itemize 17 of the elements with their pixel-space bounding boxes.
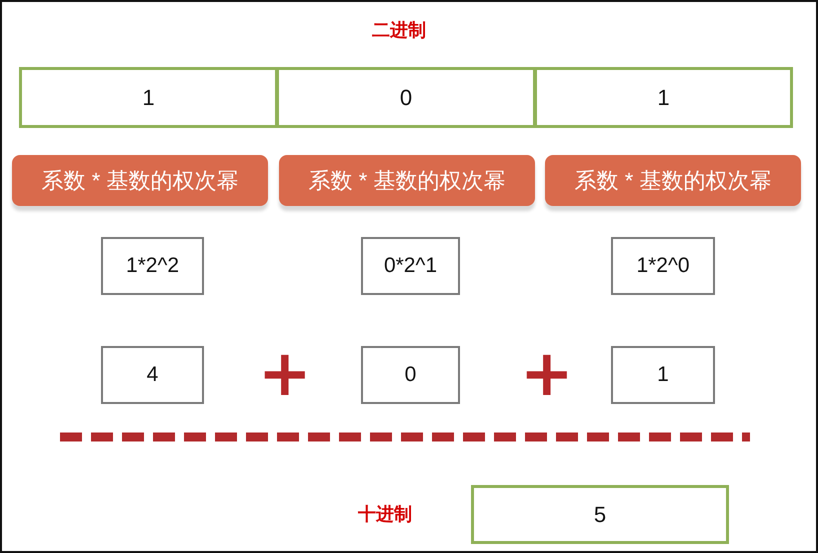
binary-digit-cell: 1 <box>19 67 278 128</box>
expression-box: 0*2^1 <box>361 237 460 295</box>
expression-box: 1*2^2 <box>101 237 204 295</box>
decimal-label: 十进制 <box>358 503 412 526</box>
value-box: 4 <box>101 346 204 404</box>
value-box: 1 <box>611 346 715 404</box>
rule-banner: 系数 * 基数的权次幂 <box>12 155 268 206</box>
rule-banner: 系数 * 基数的权次幂 <box>545 155 801 206</box>
binary-digit-cell: 0 <box>276 67 536 128</box>
title: 二进制 <box>372 19 426 42</box>
plus-sign: + <box>258 342 312 406</box>
expression-box: 1*2^0 <box>611 237 715 295</box>
rule-banner: 系数 * 基数的权次幂 <box>279 155 535 206</box>
plus-sign: + <box>520 342 574 406</box>
value-box: 0 <box>361 346 460 404</box>
result-box: 5 <box>471 485 729 544</box>
binary-digit-cell: 1 <box>534 67 793 128</box>
